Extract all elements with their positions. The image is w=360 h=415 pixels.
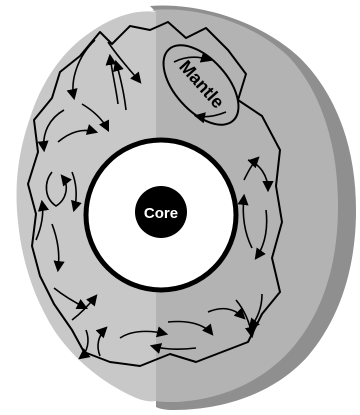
core-label: Core xyxy=(144,205,178,222)
